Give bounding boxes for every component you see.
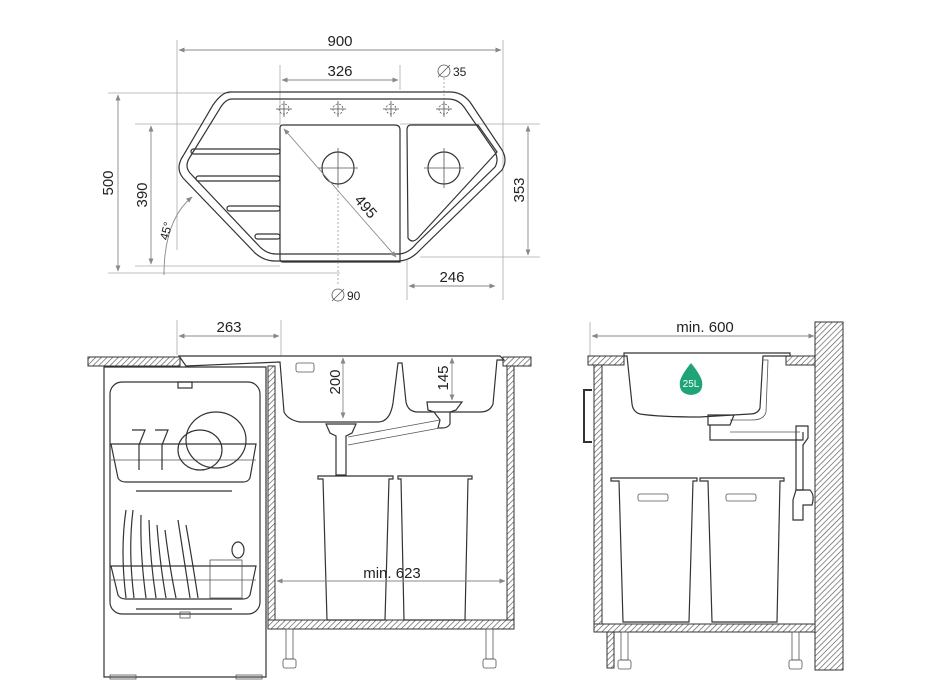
wall	[814, 321, 844, 671]
top-view: 900 326 35 500 390 45°	[100, 33, 540, 303]
dim-corner-angle: 45°	[157, 220, 175, 241]
dim-tap-hole-span: 326	[327, 63, 352, 80]
sink-outline	[178, 91, 506, 262]
drainer-grooves	[190, 148, 281, 240]
dim-cabinet-min-depth: min. 600	[676, 319, 734, 336]
dim-second-bowl-height: 145	[435, 365, 452, 390]
dim-main-bowl-height: 200	[327, 369, 344, 394]
capacity-badge: 25L	[679, 363, 703, 395]
sink-side-profile	[623, 352, 791, 418]
dim-second-bowl-depth: 353	[511, 177, 528, 202]
dim-drain-diameter: 90	[347, 289, 361, 303]
tap-holes	[276, 101, 452, 117]
side-view-depth: min. 600 25L	[583, 319, 844, 671]
main-bowl	[279, 124, 401, 263]
dim-sink-overhang: 263	[216, 319, 241, 336]
dim-second-bowl-width: 246	[439, 269, 464, 286]
waste-bin-1	[317, 475, 394, 621]
dim-cabinet-min-width: min. 623	[363, 565, 421, 582]
dim-overall-depth: 500	[100, 170, 117, 195]
dim-tap-hole-diameter: 35	[453, 65, 467, 79]
waste-bin-4	[699, 477, 785, 623]
dishwasher	[103, 366, 267, 678]
dim-main-bowl-diagonal: 495	[351, 192, 380, 222]
dim-overall-width: 900	[327, 33, 352, 50]
waste-bin-2	[397, 475, 473, 621]
front-view-dishwasher: 263	[87, 319, 532, 680]
capacity-label: 25L	[683, 379, 700, 390]
door-handle	[583, 389, 592, 443]
waste-bin-3	[610, 477, 698, 623]
sink-profile	[177, 355, 506, 423]
water-drop-icon	[679, 363, 703, 395]
second-bowl	[406, 124, 498, 242]
dim-main-bowl-depth: 390	[134, 182, 151, 207]
